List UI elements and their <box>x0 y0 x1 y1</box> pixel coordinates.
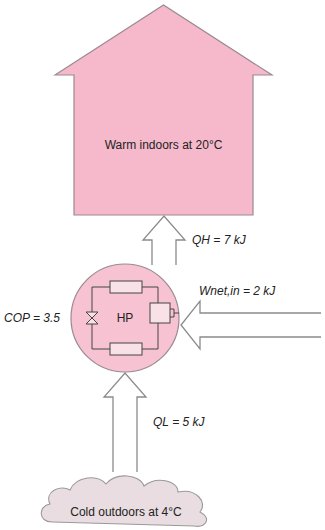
cycle-schematic <box>86 281 179 355</box>
condenser-box <box>110 281 142 293</box>
house-outline <box>55 5 272 215</box>
heat-flow-label: QH = 7 kJ <box>192 233 246 248</box>
circle-outline <box>71 264 179 372</box>
house-text: Warm indoors at 20°C <box>95 138 232 153</box>
cop-label: COP = 3.5 <box>4 311 60 326</box>
heat-flow-arrow <box>104 373 146 472</box>
compressor-shaft <box>170 309 179 317</box>
node-outline <box>55 5 272 216</box>
evaporator-box <box>110 343 142 355</box>
heat-flow-label: QL = 5 kJ <box>153 415 204 430</box>
compressor-box <box>150 303 170 323</box>
work-input-arrow <box>181 301 321 349</box>
refrigerant-line <box>92 287 158 349</box>
heat-flow-arrow <box>143 216 185 265</box>
work-input-label: Wnet,in = 2 kJ <box>199 284 275 299</box>
heat-pump-circle: HP <box>70 263 180 373</box>
hp-text: HP <box>105 311 145 326</box>
cloud-shape: Cold outdoors at 4°C <box>38 470 214 528</box>
cloud-text: Cold outdoors at 4°C <box>68 505 184 520</box>
house-shape: Warm indoors at 20°C <box>55 5 272 216</box>
node-outline <box>38 470 214 528</box>
cloud-outline <box>41 476 206 526</box>
expansion-valve <box>86 312 98 324</box>
